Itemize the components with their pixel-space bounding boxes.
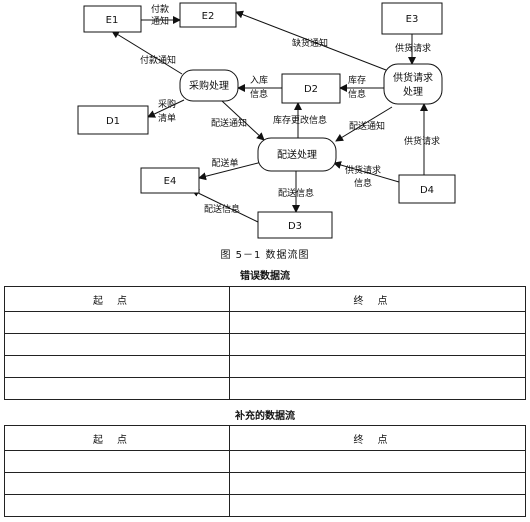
label-pay-notice-top-1: 付款 xyxy=(151,3,169,15)
table-row xyxy=(4,450,526,473)
flow-purchase-d1 xyxy=(147,99,185,118)
node-delivery-label: 配送处理 xyxy=(277,148,317,161)
start-cell[interactable] xyxy=(4,333,230,356)
table-row xyxy=(4,472,526,495)
column-header-end: 终点 xyxy=(229,425,526,451)
node-e4-label: E4 xyxy=(164,176,177,187)
process-delivery xyxy=(257,137,337,172)
flow-purchase-e1 xyxy=(111,30,183,75)
node-e2-label: E2 xyxy=(202,11,215,22)
end-cell[interactable] xyxy=(229,450,526,473)
flow-supply-delivery xyxy=(335,106,393,142)
start-cell[interactable] xyxy=(4,377,230,400)
flow-labels: 付款 通知 付款通知 缺货通知 供货请求 入库 信息 库存 信息 采购 清单 配… xyxy=(140,3,440,215)
label-delivery-info-1: 配送信息 xyxy=(278,187,314,199)
end-cell[interactable] xyxy=(229,472,526,495)
table-row xyxy=(4,333,526,356)
label-supply-request-2: 供货请求 xyxy=(404,135,440,147)
table-row xyxy=(4,355,526,378)
end-cell[interactable] xyxy=(229,311,526,334)
table-row xyxy=(4,311,526,334)
flow-lines xyxy=(111,10,428,223)
node-supply-request-label-2: 处理 xyxy=(403,86,423,98)
data-flow-diagram: E1 E2 E3 D2 D1 E4 D4 D3 采购处理 供货请求 处理 配送处… xyxy=(77,2,456,239)
start-cell[interactable] xyxy=(4,472,230,495)
node-supply-request-label-1: 供货请求 xyxy=(393,71,433,84)
flow-d4-delivery xyxy=(333,161,400,183)
entity-boxes xyxy=(77,2,456,239)
flow-delivery-e4 xyxy=(198,161,263,181)
entity-e4 xyxy=(140,167,200,194)
table-header-row: 起点 终点 xyxy=(4,286,526,312)
node-purchase-label: 采购处理 xyxy=(189,79,229,92)
store-d2 xyxy=(281,73,341,104)
process-shapes xyxy=(179,63,443,172)
node-d1-label: D1 xyxy=(106,116,120,127)
label-supply-req-info-1: 供货请求 xyxy=(345,164,381,176)
label-inbound-info-1: 入库 xyxy=(250,74,268,86)
table2-title: 补充的数据流 xyxy=(235,411,295,422)
end-cell[interactable] xyxy=(229,494,526,517)
error-flow-table: 起点 终点 xyxy=(4,286,526,400)
node-e3-label: E3 xyxy=(406,14,419,25)
end-cell[interactable] xyxy=(229,355,526,378)
node-e1-label: E1 xyxy=(106,15,119,26)
column-header-start: 起点 xyxy=(4,286,230,312)
label-delivery-info-2: 配送信息 xyxy=(204,203,240,215)
table-row xyxy=(4,377,526,400)
process-supply-request xyxy=(383,63,443,105)
figure-caption: 图 5－1 数据流图 xyxy=(220,250,310,261)
table-header-row: 起点 终点 xyxy=(4,425,526,451)
store-d4 xyxy=(398,174,456,204)
label-delivery-note: 配送单 xyxy=(211,157,238,169)
table1-title: 错误数据流 xyxy=(240,271,290,282)
start-cell[interactable] xyxy=(4,355,230,378)
label-pay-notice: 付款通知 xyxy=(140,54,176,66)
node-d3-label: D3 xyxy=(288,221,302,232)
flow-d3-e4 xyxy=(191,189,259,223)
label-supply-req-info-2: 信息 xyxy=(354,177,372,189)
entity-e3 xyxy=(381,2,443,35)
label-delivery-notice-2: 配送通知 xyxy=(349,120,385,132)
start-cell[interactable] xyxy=(4,494,230,517)
start-cell[interactable] xyxy=(4,311,230,334)
flow-purchase-delivery xyxy=(221,100,265,141)
start-cell[interactable] xyxy=(4,450,230,473)
label-stock-info-1: 库存 xyxy=(348,74,366,86)
entity-e1 xyxy=(83,5,142,33)
label-delivery-notice-1: 配送通知 xyxy=(211,117,247,129)
label-inbound-info-2: 信息 xyxy=(250,88,268,100)
node-d4-label: D4 xyxy=(420,185,434,196)
label-purchase-list-2: 清单 xyxy=(158,112,176,124)
store-d3 xyxy=(257,211,333,239)
table-body xyxy=(4,450,526,517)
label-stock-info-2: 信息 xyxy=(348,88,366,100)
flow-supply-e2 xyxy=(235,10,387,71)
end-cell[interactable] xyxy=(229,333,526,356)
end-cell[interactable] xyxy=(229,377,526,400)
table-row xyxy=(4,494,526,517)
process-purchase xyxy=(179,69,239,102)
supplement-flow-table: 起点 终点 xyxy=(4,425,526,517)
label-pay-notice-top-2: 通知 xyxy=(151,15,169,27)
column-header-end: 终点 xyxy=(229,286,526,312)
column-header-start: 起点 xyxy=(4,425,230,451)
node-labels: E1 E2 E3 D2 D1 E4 D4 D3 采购处理 供货请求 处理 配送处… xyxy=(106,11,434,232)
node-d2-label: D2 xyxy=(304,84,318,95)
label-supply-request: 供货请求 xyxy=(395,42,431,54)
label-stock-out-notice: 缺货通知 xyxy=(292,37,328,49)
store-d1 xyxy=(77,105,149,135)
table-body xyxy=(4,311,526,400)
label-stock-change: 库存更改信息 xyxy=(273,114,327,126)
entity-e2 xyxy=(179,2,237,28)
label-purchase-list-1: 采购 xyxy=(158,98,176,110)
